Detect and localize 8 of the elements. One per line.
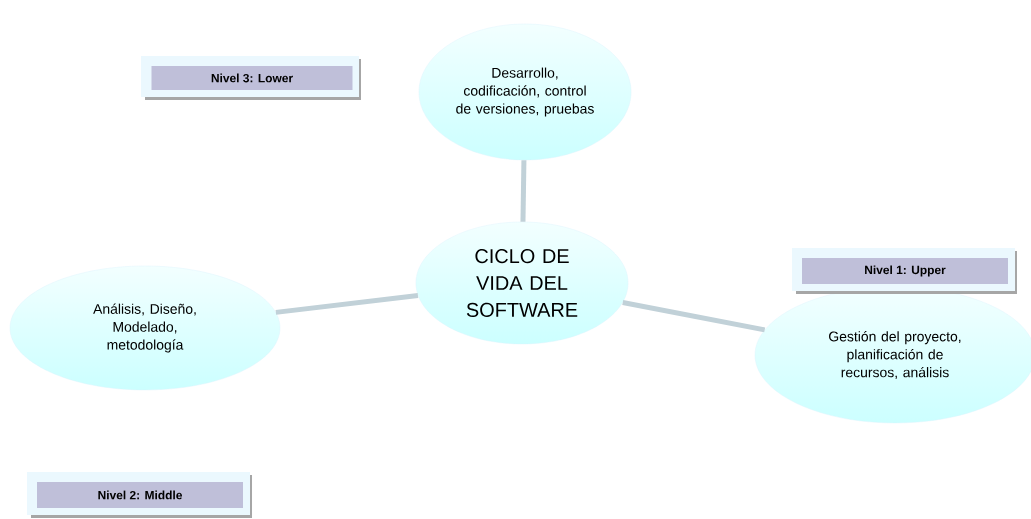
- connector-line: [275, 292, 419, 315]
- ellipse-node: Desarrollo, codificación, control de versiones, pruebas: [418, 23, 632, 161]
- ellipse-node: Análisis, Diseño, Modelado, metodología: [9, 265, 281, 391]
- connector-line: [520, 160, 527, 222]
- level-label-box: Nivel 1: Upper: [792, 248, 1017, 294]
- connector-line: [622, 300, 766, 333]
- level-label-box: Nivel 2: Middle: [27, 472, 252, 518]
- level-label-box: Nivel 3: Lower: [141, 56, 361, 100]
